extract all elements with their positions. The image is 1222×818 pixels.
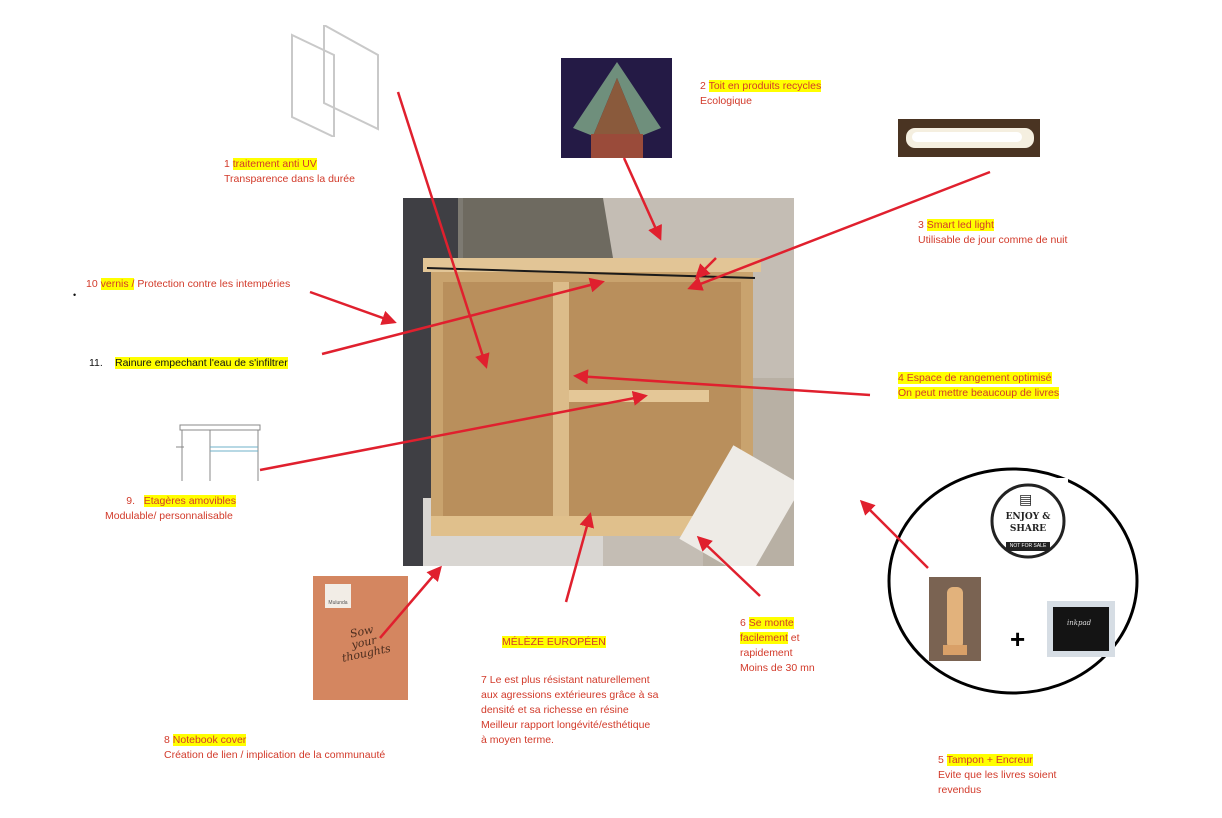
annotation-2-num: 2 xyxy=(700,80,706,92)
annotation-6-title-2: facilement xyxy=(740,632,788,644)
annotation-1-title: traitement anti UV xyxy=(232,158,317,170)
annotation-7-line-3: densité et sa richesse en résine xyxy=(481,704,629,716)
annotation-9: 9. Etagères amovibles Modulable/ personn… xyxy=(105,494,236,524)
annotation-8-title: Notebook cover xyxy=(172,734,247,746)
enjoy-share-logo: ▤ ENJOY & SHARE NOT FOR SALE xyxy=(988,478,1068,564)
annotation-10-num: 10 xyxy=(86,278,98,290)
annotation-6-title-rest: et xyxy=(787,632,800,644)
annotation-4-desc: On peut mettre beaucoup de livres xyxy=(898,387,1060,399)
arrow-6 xyxy=(696,535,761,597)
annotation-2-title: Toit en produits recycles xyxy=(708,80,822,92)
annotation-1: 1 traitement anti UV Transparence dans l… xyxy=(224,157,355,187)
annotation-11: 11. Rainure empechant l'eau de s'infiltre… xyxy=(89,356,288,371)
logo-line-3: NOT FOR SALE xyxy=(1009,543,1047,549)
arrow-3b xyxy=(694,257,717,280)
annotation-3-desc: Utilisable de jour comme de nuit xyxy=(918,234,1068,246)
arrow-4 xyxy=(573,369,871,397)
bookcase-photo xyxy=(403,198,794,566)
roof-photo xyxy=(561,58,672,158)
annotation-10: 10 vernis / Protection contre les intemp… xyxy=(86,277,290,292)
annotation-11-num: 11. xyxy=(89,357,103,369)
annotation-11-title: Rainure empechant l'eau de s'infiltrer xyxy=(115,357,288,369)
arrow-9 xyxy=(259,390,648,472)
annotation-9-title: Etagères amovibles xyxy=(143,495,236,507)
stamp-photo xyxy=(929,577,981,661)
inkpad-label: inkpad xyxy=(1067,619,1092,627)
annotation-6-line-3: rapidement xyxy=(740,647,793,659)
annotation-7: 7 Le est plus résistant naturellement au… xyxy=(481,673,658,748)
annotation-3-title: Smart led light xyxy=(926,219,994,231)
annotation-4-num: 4 xyxy=(898,372,904,384)
annotation-10-title: vernis / xyxy=(100,278,135,290)
shelf-sketch xyxy=(172,423,264,483)
annotation-4-title: Espace de rangement optimisé xyxy=(906,372,1052,384)
inkpad-photo: inkpad xyxy=(1047,601,1115,657)
arrow-2 xyxy=(622,157,662,241)
annotation-6-num: 6 xyxy=(740,617,746,629)
annotation-7-heading-text: MÉLÈZE EUROPÉEN xyxy=(502,636,606,648)
annotation-9-desc: Modulable/ personnalisable xyxy=(105,510,233,522)
annotation-1-desc: Transparence dans la durée xyxy=(224,173,355,185)
annotation-5: 5 Tampon + Encreur Evite que les livres … xyxy=(938,753,1056,798)
annotation-2-desc: Ecologique xyxy=(700,95,752,107)
arrow-11 xyxy=(321,277,605,356)
acrylic-panels xyxy=(288,25,384,137)
arrow-5 xyxy=(859,499,929,569)
annotation-7-line-5: à moyen terme. xyxy=(481,734,554,746)
annotation-2: 2 Toit en produits recycles Ecologique xyxy=(700,79,822,109)
arrow-8 xyxy=(379,565,442,639)
led-light-photo xyxy=(898,119,1040,157)
annotation-5-num: 5 xyxy=(938,754,944,766)
annotation-7-line-4: Meilleur rapport longévité/esthétique xyxy=(481,719,651,731)
annotation-4: 4 Espace de rangement optimisé On peut m… xyxy=(898,371,1060,401)
annotation-7-num: 7 xyxy=(481,674,487,686)
annotation-5-desc-2: revendus xyxy=(938,784,982,796)
arrow-1 xyxy=(396,91,490,369)
annotation-8-desc: Création de lien / implication de la com… xyxy=(164,749,386,761)
arrow-7 xyxy=(564,512,595,603)
annotation-1-num: 1 xyxy=(224,158,230,170)
arrow-10 xyxy=(309,290,397,326)
logo-line-1: ENJOY & xyxy=(1005,512,1051,522)
book-icon: ▤ xyxy=(1019,491,1033,507)
annotation-7-line-2: aux agressions extérieures grâce à sa xyxy=(481,689,659,701)
notebook-brand: Mulunda xyxy=(328,600,348,606)
annotation-3: 3 Smart led light Utilisable de jour com… xyxy=(918,218,1067,248)
annotation-5-desc-1: Evite que les livres soient xyxy=(938,769,1057,781)
arrow-3a xyxy=(687,170,991,291)
annotation-5-title: Tampon + Encreur xyxy=(946,754,1033,766)
notebook-photo: Mulunda Sow your thoughts xyxy=(313,576,408,700)
annotation-8: 8 Notebook cover Création de lien / impl… xyxy=(164,733,385,763)
annotation-6: 6 Se monte facilement et rapidement Moin… xyxy=(740,616,815,676)
logo-line-2: SHARE xyxy=(1009,524,1047,534)
annotation-9-num: 9. xyxy=(126,495,135,507)
plus-sign: + xyxy=(1010,624,1026,654)
annotation-8-num: 8 xyxy=(164,734,170,746)
annotation-6-title-1: Se monte xyxy=(748,617,794,629)
annotation-10-desc: Protection contre les intempéries xyxy=(134,278,291,290)
bullet-dot: • xyxy=(73,290,77,300)
annotation-3-num: 3 xyxy=(918,219,924,231)
annotation-7-line-1: Le est plus résistant naturellement xyxy=(489,674,650,686)
annotation-6-line-4: Moins de 30 mn xyxy=(740,662,815,674)
annotation-7-heading: MÉLÈZE EUROPÉEN xyxy=(502,635,606,650)
